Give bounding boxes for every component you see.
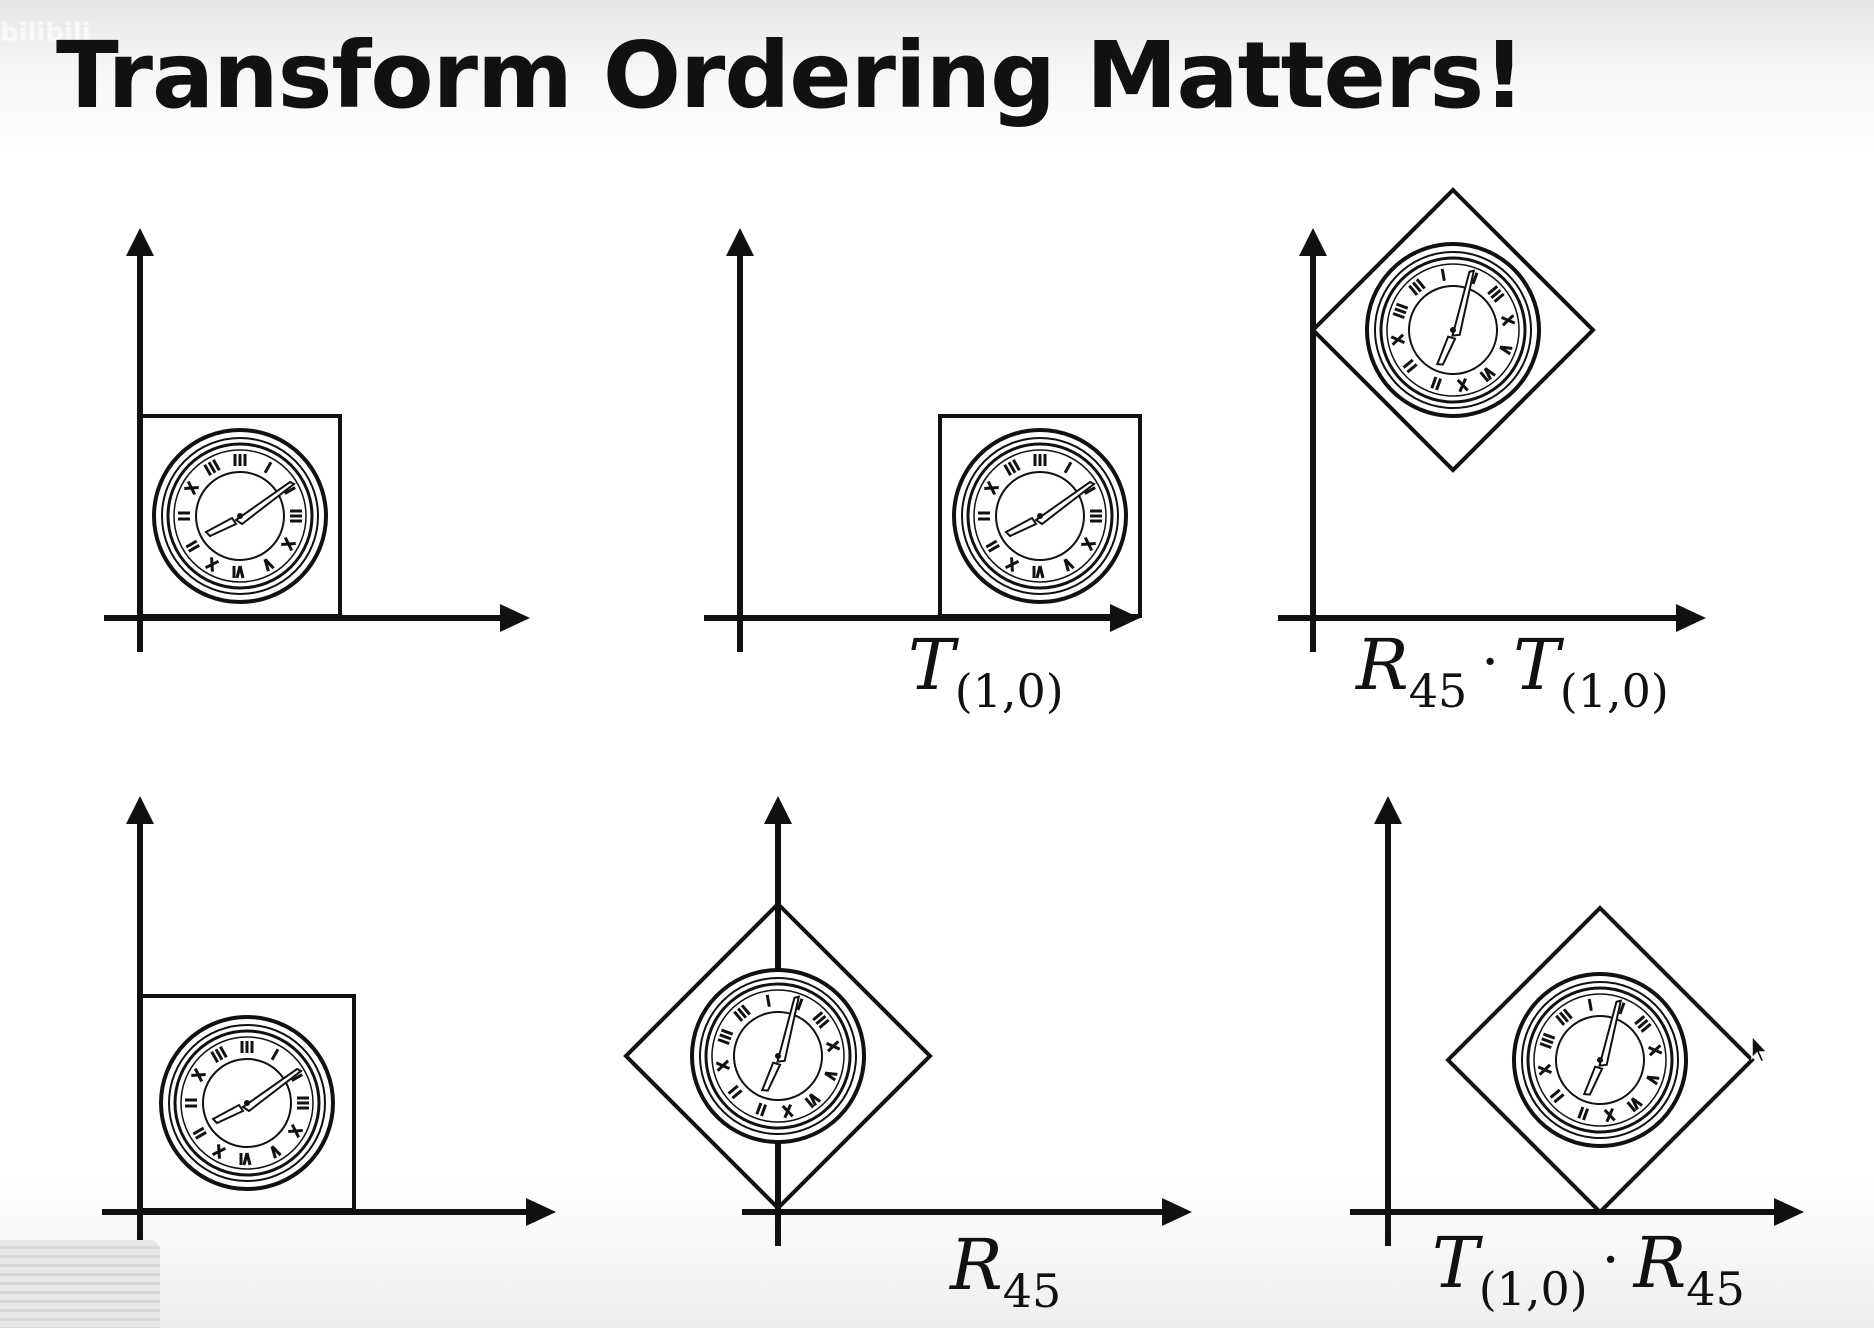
y-axis-arrow-icon: [726, 228, 754, 256]
rotated-square-frame: [1310, 187, 1596, 473]
label-rt-dot: ·: [1481, 630, 1500, 695]
y-axis-arrow-icon: [126, 796, 154, 824]
video-overlay-corner: [0, 1240, 160, 1328]
y-axis-arrow-icon: [126, 228, 154, 256]
label-tr-r-sub: 45: [1686, 1262, 1745, 1316]
label-translate: T(1,0): [908, 630, 1064, 714]
clock-icon: [1332, 209, 1574, 451]
label-tr-r: R: [1633, 1222, 1687, 1304]
square-frame: [938, 414, 1142, 618]
label-rt-t-sub: (1,0): [1559, 664, 1669, 718]
square-frame: [138, 414, 342, 618]
slide-title: Transform Ordering Matters!: [56, 22, 1525, 129]
rotated-square-frame: [1445, 905, 1755, 1215]
x-axis-arrow-icon: [1162, 1198, 1192, 1226]
clock-icon: [952, 428, 1128, 604]
label-rt-t: T: [1513, 624, 1560, 706]
label-rotate-main: R: [950, 1224, 1003, 1306]
y-axis-arrow-icon: [1374, 796, 1402, 824]
rotated-square-frame: [623, 901, 933, 1211]
square-frame: [138, 994, 356, 1212]
label-rotate-after-translate: R45·T(1,0): [1356, 630, 1669, 714]
label-tr-t-sub: (1,0): [1478, 1262, 1588, 1316]
x-axis-arrow-icon: [526, 1198, 556, 1226]
mouse-cursor-icon: [1751, 1034, 1769, 1063]
x-axis-arrow-icon: [1676, 604, 1706, 632]
label-rt-r: R: [1356, 624, 1409, 706]
x-axis-arrow-icon: [1774, 1198, 1804, 1226]
video-watermark: bilibili: [0, 8, 480, 78]
panel-rotated: [623, 796, 1192, 1246]
watermark-text: bilibili: [0, 18, 91, 48]
label-translate-after-rotate: T(1,0)·R45: [1432, 1228, 1745, 1312]
y-axis-arrow-icon: [764, 796, 792, 824]
panel-translate-then-rotate: [1278, 187, 1706, 652]
clock-icon: [657, 935, 899, 1177]
y-axis-arrow-icon: [1299, 228, 1327, 256]
label-tr-t: T: [1432, 1222, 1479, 1304]
label-rt-r-sub: 45: [1408, 664, 1468, 718]
clock-icon: [152, 428, 328, 604]
label-rotate: R45: [950, 1230, 1061, 1314]
label-translate-sub: (1,0): [954, 664, 1064, 718]
x-axis-arrow-icon: [500, 604, 530, 632]
clock-icon: [1479, 939, 1721, 1181]
panel-rotate-then-translate: [1350, 796, 1804, 1246]
panel-translated: [704, 228, 1142, 652]
label-translate-main: T: [908, 624, 955, 706]
label-rotate-sub: 45: [1002, 1264, 1062, 1318]
panel-original-bottom: [102, 796, 556, 1246]
label-tr-dot: ·: [1601, 1228, 1620, 1293]
panel-original-top: [104, 228, 530, 652]
clock-icon: [159, 1015, 335, 1191]
